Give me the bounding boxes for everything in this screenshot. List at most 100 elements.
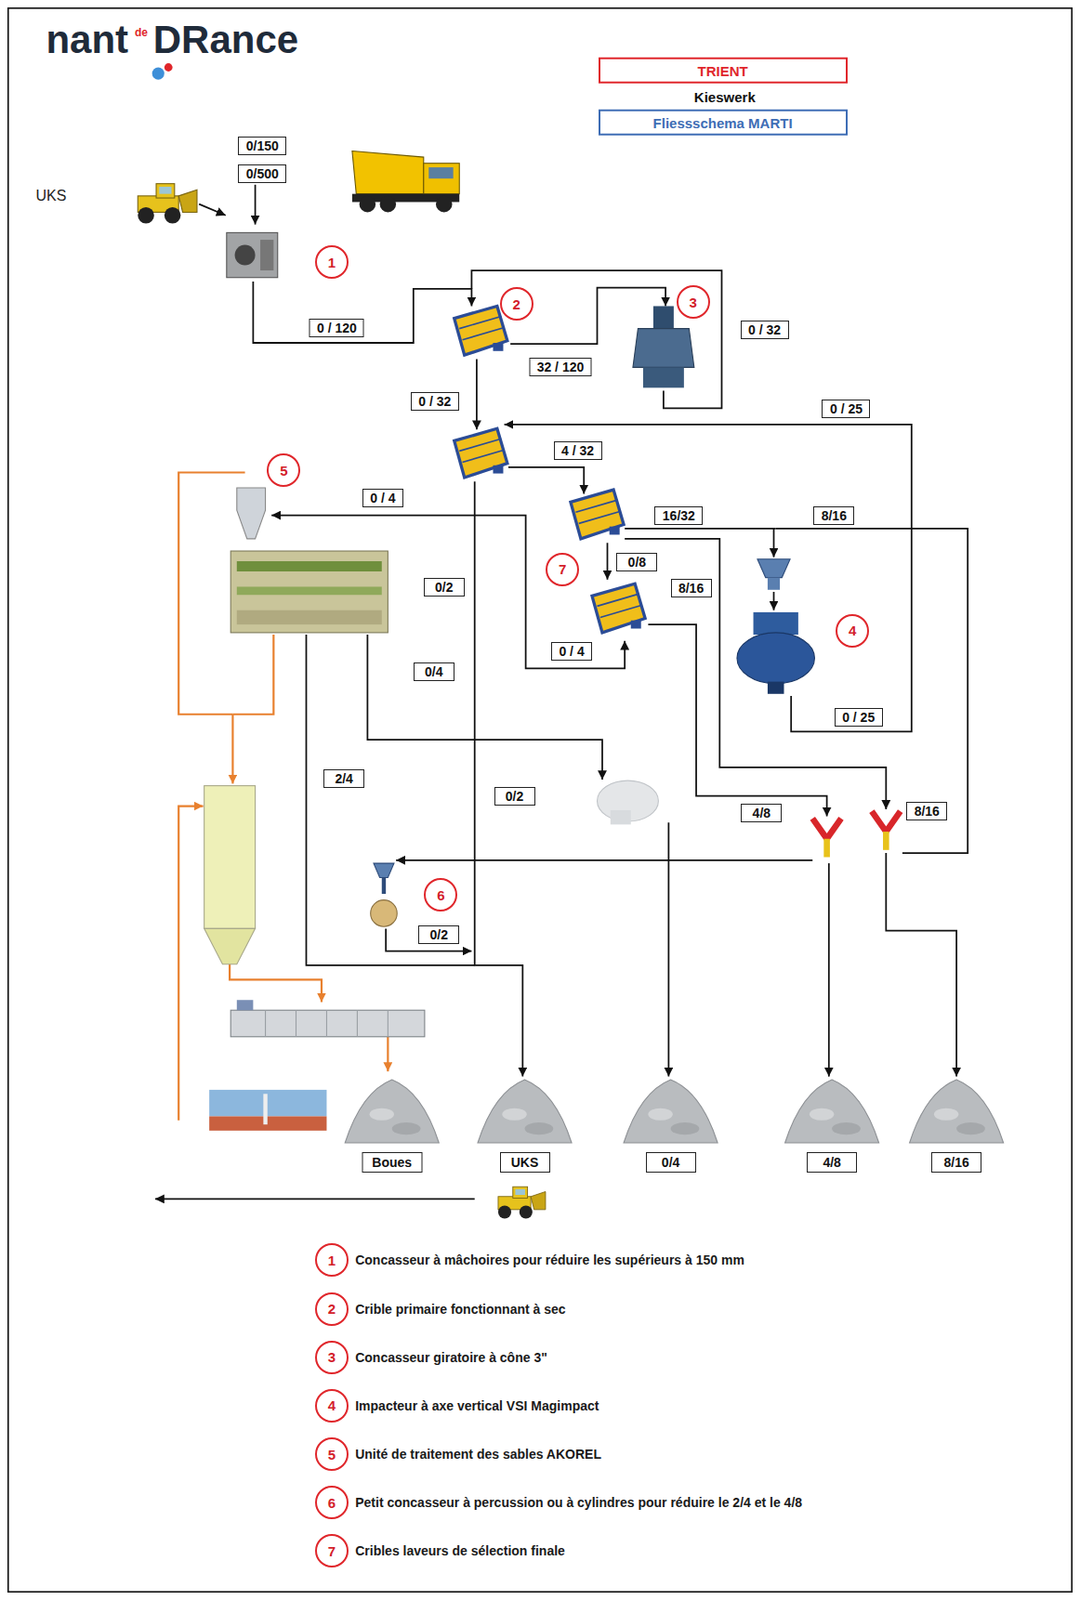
flow-size-label: 0/2	[418, 925, 460, 945]
flow-size-label: 4 / 32	[553, 441, 603, 461]
node-text: 4	[328, 1397, 336, 1414]
filter-press-icon	[230, 1000, 425, 1038]
flow-size-label: 0 / 32	[410, 392, 460, 411]
silo-icon	[204, 786, 256, 965]
sand-classifier-icon	[597, 780, 659, 825]
header-box: Fliessschema MARTI	[598, 109, 848, 137]
node-text: 4	[848, 622, 857, 639]
cone-crusher-icon	[632, 305, 695, 388]
material-flow-line	[474, 481, 524, 1077]
material-flow-line	[504, 424, 912, 733]
node-text: 2	[328, 1301, 336, 1318]
akorel-unit-icon	[237, 487, 266, 540]
sludge-line	[178, 806, 203, 1121]
vsi-impactor-icon	[767, 682, 785, 695]
material-flow-line	[828, 863, 830, 1078]
loader-icon	[498, 1186, 546, 1219]
node-text: Fliessschema MARTI	[653, 114, 793, 131]
material-flow-line	[155, 1198, 475, 1201]
material-flow-line	[647, 624, 827, 817]
callout-number: 4	[835, 614, 870, 648]
callout-number: 5	[266, 453, 301, 488]
stockpile-icon	[785, 1080, 880, 1144]
flow-size-label: 8/16	[813, 506, 855, 526]
legend-number: 2	[315, 1292, 349, 1327]
sludge-line	[232, 634, 274, 715]
node-text: 7	[558, 561, 567, 578]
akorel-unit-icon	[230, 487, 388, 633]
material-flow-line	[305, 634, 475, 966]
truck-icon	[352, 151, 460, 213]
filter-press-icon	[265, 1010, 389, 1038]
product-box: Boues	[361, 1152, 422, 1173]
node-text: UKS	[511, 1155, 540, 1171]
flow-size-label: 0 / 25	[834, 708, 883, 727]
settling-basin-icon	[209, 1116, 327, 1131]
splitter-icon	[871, 811, 901, 851]
flow-size-label: 0/2	[423, 578, 465, 597]
logo-mark	[152, 63, 173, 80]
flow-size-label: 2/4	[323, 769, 365, 789]
silo-icon	[204, 786, 256, 930]
flow-size-label: 0 / 25	[821, 399, 870, 419]
node-text: 0/4	[661, 1155, 680, 1171]
settling-basin-icon	[209, 1090, 327, 1118]
material-flow-line	[624, 539, 886, 810]
legend-number: 7	[315, 1534, 349, 1568]
material-flow-line	[252, 281, 472, 343]
product-box: 4/8	[806, 1152, 857, 1173]
legend-number: 1	[315, 1243, 349, 1278]
material-flow-line	[367, 634, 603, 780]
node-text: 6	[328, 1495, 336, 1512]
node-text: 2	[513, 296, 521, 313]
material-flow-line	[395, 859, 813, 862]
flow-size-label: 4/8	[740, 803, 782, 823]
jaw-crusher-icon	[235, 245, 256, 266]
material-flow-line	[471, 270, 722, 409]
legend-number: 3	[315, 1341, 349, 1375]
settling-basin-icon	[209, 1090, 327, 1132]
truck-icon	[428, 167, 453, 179]
settling-basin-icon	[263, 1093, 267, 1125]
node-text: 4/8	[822, 1155, 841, 1171]
filter-press-icon	[230, 1010, 425, 1038]
flow-size-label: 0 / 120	[309, 318, 365, 338]
flow-size-label: 0 / 4	[551, 642, 593, 661]
legend-description: Cribles laveurs de sélection finale	[355, 1543, 566, 1559]
akorel-unit-icon	[230, 551, 388, 633]
stockpile-icon	[344, 1080, 439, 1144]
material-flow-line	[508, 467, 584, 495]
sludge-line	[229, 964, 322, 1003]
node-text: Boues	[371, 1155, 412, 1171]
material-flow-line	[776, 528, 968, 854]
screen-icon	[570, 489, 624, 540]
callout-number: 7	[545, 553, 580, 587]
source-label: UKS	[35, 187, 66, 205]
screen-icon	[454, 305, 508, 356]
flow-size-label: 0/2	[494, 787, 536, 806]
vsi-impactor-icon	[757, 559, 791, 579]
akorel-unit-icon	[237, 610, 382, 625]
vsi-impactor-icon	[753, 612, 799, 635]
node-text: 3	[328, 1349, 336, 1366]
node-text: 5	[279, 462, 288, 479]
material-flow-line	[606, 542, 609, 580]
vsi-impactor-icon	[767, 578, 780, 591]
flow-lines	[155, 184, 968, 1200]
legend-description: Unité de traitement des sables AKOREL	[355, 1447, 602, 1462]
silo-icon	[204, 928, 256, 964]
cone-crusher-icon	[653, 305, 674, 329]
screen-icon	[592, 583, 646, 633]
callout-number: 3	[676, 285, 711, 319]
legend-number: 6	[315, 1486, 349, 1520]
screen-icon	[454, 428, 508, 478]
flow-size-label: 0/8	[616, 553, 658, 572]
product-box: 0/4	[645, 1152, 697, 1173]
flow-size-label: 16/32	[654, 506, 703, 526]
callout-number: 6	[423, 878, 458, 912]
truck-icon	[423, 163, 460, 195]
material-flow-line	[624, 527, 777, 530]
callout-number: 1	[315, 245, 349, 279]
product-box: 8/16	[931, 1152, 982, 1173]
